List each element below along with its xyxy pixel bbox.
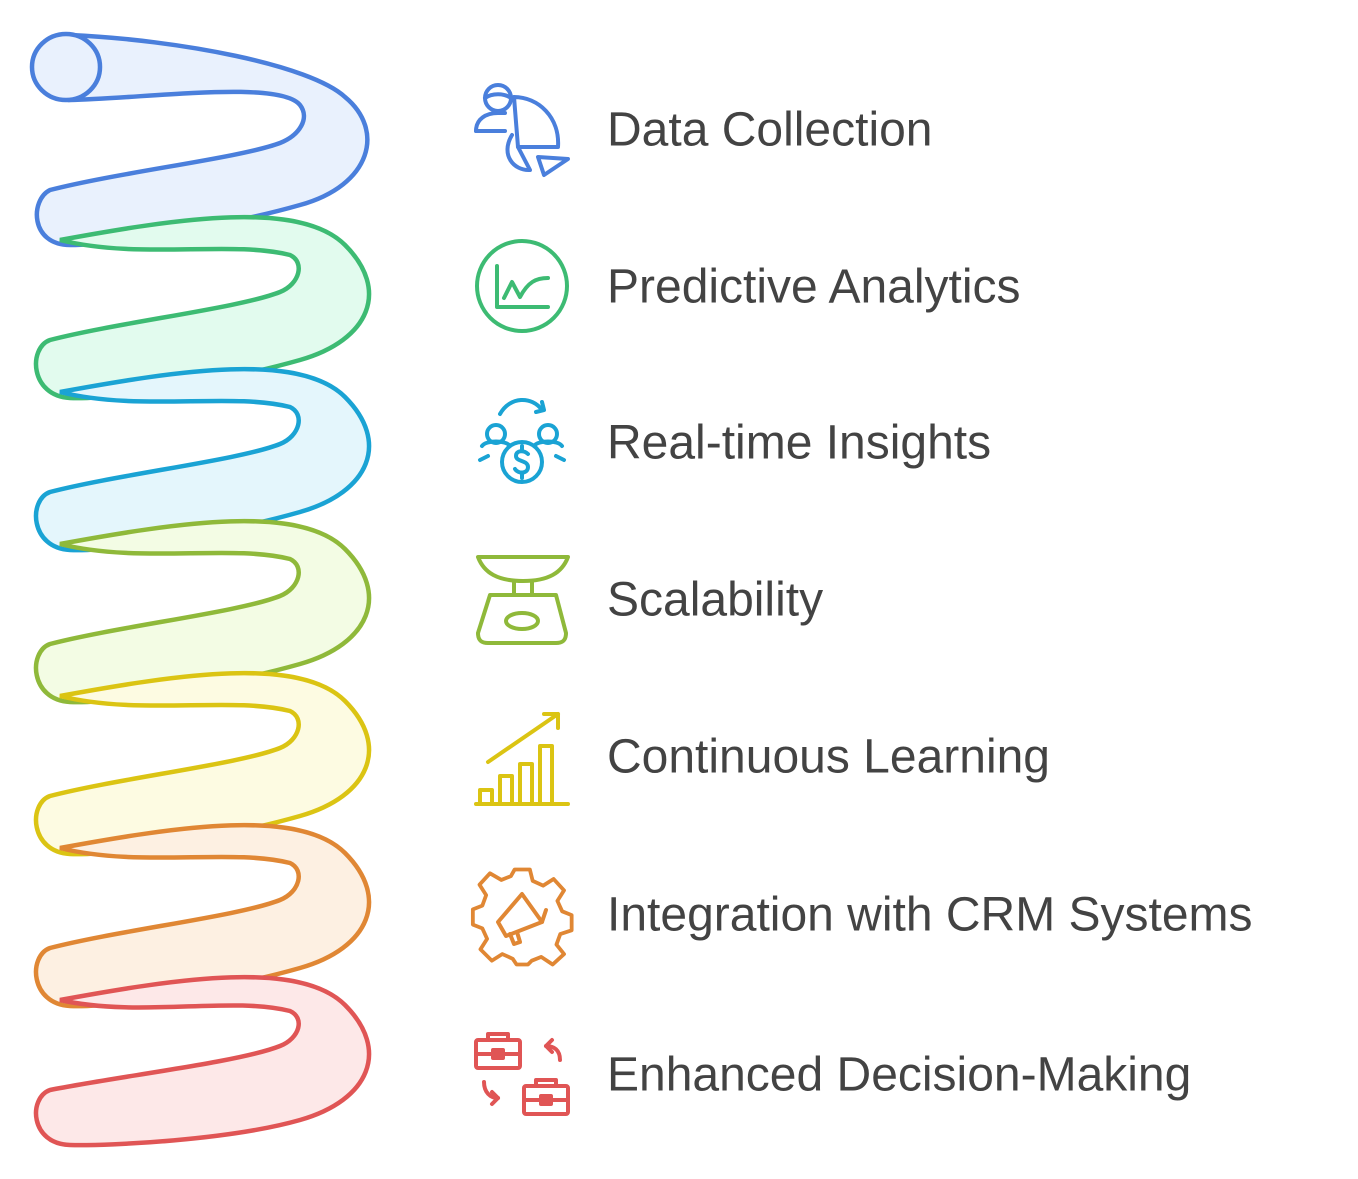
item-scalability: Scalability (470, 545, 1350, 655)
spring-segment-7 (33, 974, 372, 1148)
item-predictive-analytics: Predictive Analytics (470, 232, 1350, 342)
item-enhanced-decision-making: Enhanced Decision-Making (470, 1020, 1350, 1130)
item-label: Scalability (607, 573, 824, 627)
item-label: Continuous Learning (607, 730, 1050, 784)
scale-icon (476, 555, 570, 645)
spring-segment-3 (33, 366, 372, 553)
growth-bars-icon (474, 712, 570, 806)
item-label: Enhanced Decision-Making (607, 1048, 1192, 1102)
item-data-collection: Data Collection (470, 75, 1350, 185)
money-cycle-icon (478, 398, 566, 484)
line-chart-icon (475, 239, 569, 333)
gear-megaphone-icon (470, 867, 574, 967)
spring-segment-1 (29, 31, 370, 248)
item-label: Predictive Analytics (607, 260, 1021, 314)
briefcase-exchange-icon (474, 1032, 570, 1116)
user-pie-chart-icon (474, 83, 570, 177)
item-label: Real-time Insights (607, 416, 992, 470)
spring-segment-6 (33, 822, 372, 1009)
item-continuous-learning: Continuous Learning (470, 702, 1350, 812)
item-label: Integration with CRM Systems (607, 888, 1253, 942)
item-real-time-insights: Real-time Insights (470, 388, 1350, 498)
spring-segment-2 (33, 214, 372, 401)
spring-segment-4 (33, 518, 372, 705)
spring-segment-5 (33, 670, 372, 857)
item-integration-crm: Integration with CRM Systems (470, 860, 1350, 970)
item-label: Data Collection (607, 103, 933, 157)
